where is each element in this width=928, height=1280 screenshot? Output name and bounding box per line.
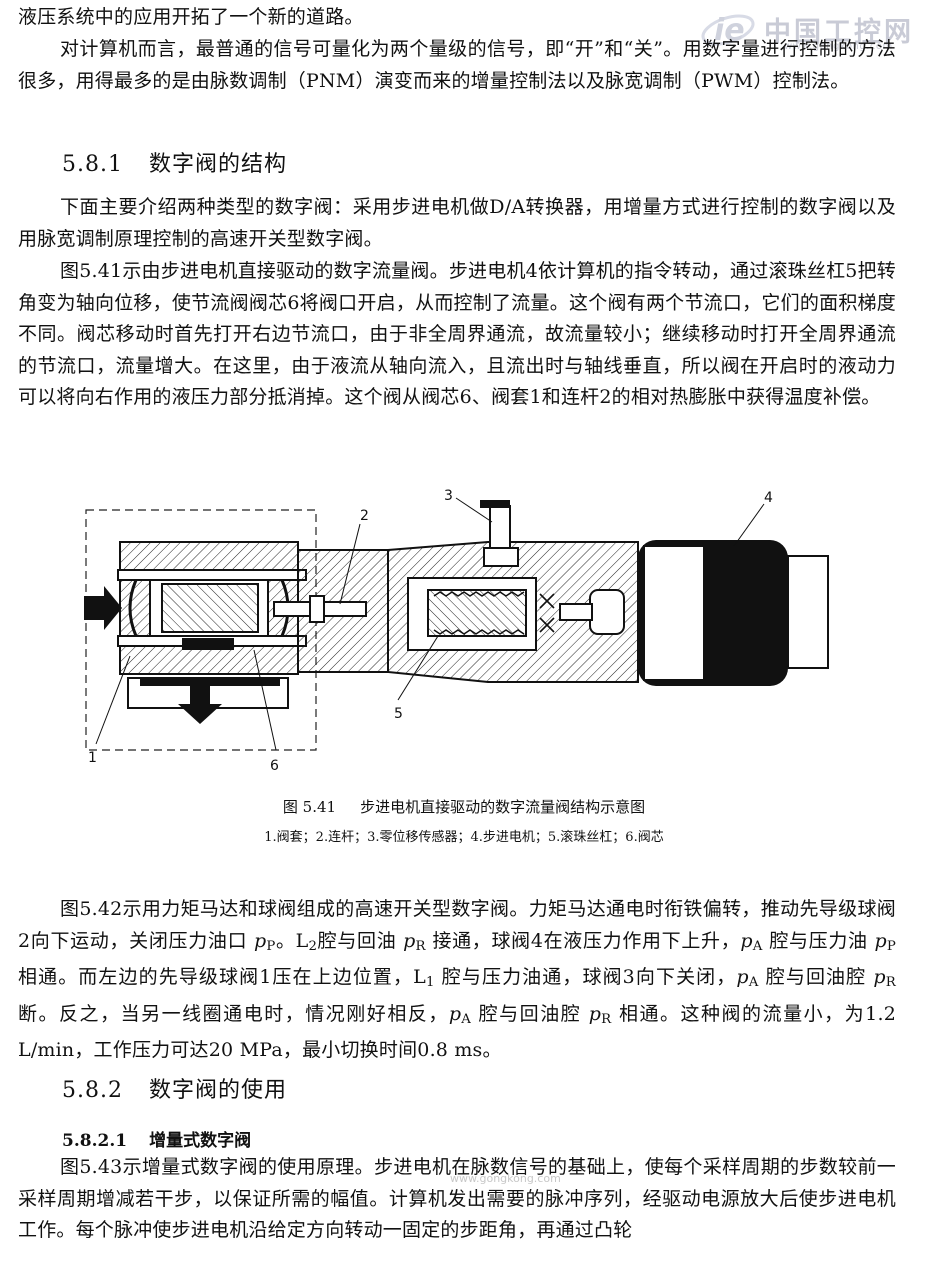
leader-line-5 [397, 635, 439, 701]
section-heading-5-8-2: 5.8.2 数字阀的使用 [62, 1072, 287, 1104]
leader-line-1 [95, 655, 131, 745]
paragraph-figure-5-43: 图5.43示增量式数字阀的使用原理。步进电机在脉数信号的基础上，使每个采样周期的… [18, 1156, 896, 1241]
part-label-5: 5 [394, 706, 403, 722]
leader-line-2 [339, 523, 361, 605]
paragraph-figure-5-42: 图5.42示用力矩马达和球阀组成的高速开关型数字阀。力矩马达通电时衔铁偏转，推动… [18, 898, 896, 1061]
section-heading-5-8-1: 5.8.1 数字阀的结构 [62, 146, 287, 178]
subsection-title: 增量式数字阀 [149, 1131, 252, 1151]
figure-number: 图 5.41 [282, 798, 337, 816]
figure-5-41-drawing: 1 2 3 4 5 6 [78, 486, 848, 778]
part-label-3: 3 [444, 488, 453, 504]
paragraph-intro-tail: 液压系统中的应用开拓了一个新的道路。 [18, 6, 364, 28]
leader-line-4 [733, 503, 765, 547]
figure-title: 步进电机直接驱动的数字流量阀结构示意图 [360, 798, 646, 816]
bearing-marks [539, 593, 555, 633]
outlet-arrow-icon [178, 686, 222, 724]
part-label-4: 4 [764, 490, 773, 506]
figure-caption: 图 5.41 步进电机直接驱动的数字流量阀结构示意图 [0, 796, 928, 817]
housing-outline [85, 509, 317, 751]
leader-line-3 [455, 497, 493, 523]
section-number: 5.8.2 [62, 1078, 123, 1103]
inlet-arrow-icon [84, 586, 122, 630]
brand-logo-icon: ie [701, 13, 755, 48]
paragraph-digital-control: 对计算机而言，最普通的信号可量化为两个量级的信号，即“开”和“关”。用数字量进行… [18, 38, 896, 92]
watermark-logo: ie 中国工控网 www.gongkong.com [698, 4, 920, 54]
valve-cross-section-diagram: 1 2 3 4 5 6 [84, 488, 829, 774]
paragraph-figure-5-41: 图5.41示由步进电机直接驱动的数字流量阀。步进电机4依计算机的指令转动，通过滚… [18, 260, 896, 408]
watermark-brand: 中国工控网 [764, 17, 914, 48]
section-number: 5.8.1 [62, 152, 123, 177]
section-title: 数字阀的结构 [148, 152, 287, 177]
part-label-2: 2 [360, 508, 369, 524]
zero-displacement-sensor [489, 505, 511, 555]
subsection-number: 5.8.2.1 [62, 1131, 128, 1151]
paragraph-valve-types: 下面主要介绍两种类型的数字阀：采用步进电机做D/A转换器，用增量方式进行控制的数… [18, 196, 896, 250]
svg-text:ie: ie [714, 13, 745, 48]
part-label-6: 6 [270, 758, 279, 774]
figure-legend: 1.阀套；2.连杆；3.零位移传感器；4.步进电机；5.滚珠丝杠；6.阀芯 [264, 830, 664, 845]
watermark-url: www.gongkong.com [784, 41, 893, 52]
part-label-1: 1 [88, 750, 97, 766]
valve-spool [161, 583, 259, 633]
section-title: 数字阀的使用 [148, 1078, 287, 1103]
faint-watermark-url: www.gongkong.com [450, 1172, 561, 1185]
subsection-heading-5-8-2-1: 5.8.2.1 增量式数字阀 [62, 1126, 251, 1151]
leader-line-6 [253, 649, 277, 751]
